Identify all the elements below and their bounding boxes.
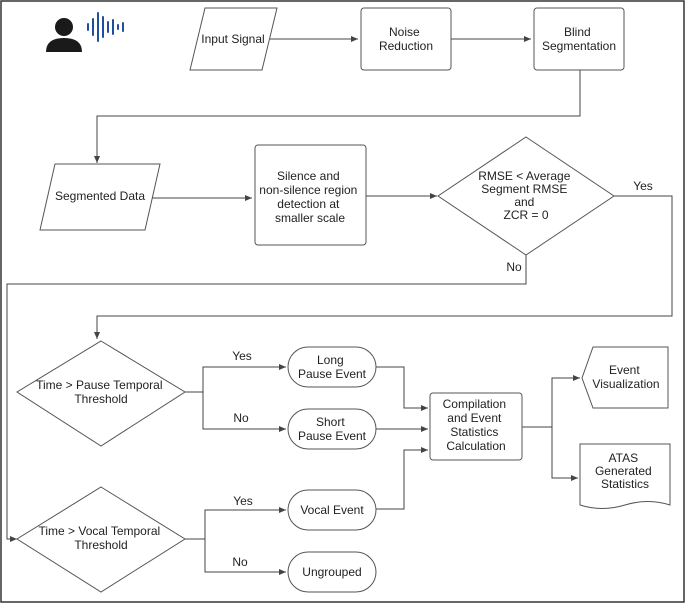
svg-text:Time > Pause Temporal Th: Time > Pause Temporal Threshold — [36, 378, 166, 406]
node-blind-segmentation-line-2: Segmentation — [542, 39, 616, 53]
edge-label-pause-yes: Yes — [232, 349, 252, 363]
node-atas-statistics: ATAS Generated Statistics — [579, 443, 671, 509]
node-compilation-line-3: Statistics — [450, 425, 498, 439]
node-pause-decision: Time > Pause Temporal Threshold — [16, 340, 186, 447]
node-silence-detection-line-1: Silence and — [277, 169, 340, 183]
node-short-pause: Short Pause Event — [287, 408, 377, 450]
edge-label-vocal-no: No — [232, 555, 248, 569]
node-event-visualization-line-1: Event — [609, 363, 640, 377]
node-event-visualization: Event Visualization — [581, 346, 669, 409]
edge-long-to-compilation — [376, 366, 428, 411]
node-input-signal: Input Signal — [189, 7, 278, 71]
node-compilation: Compilation and Event Statistics Calcula… — [429, 392, 523, 461]
node-silence-detection-line-3: detection at — [277, 197, 340, 211]
node-silence-detection: Silence and non-silence region detection… — [254, 144, 367, 246]
node-atas-statistics-line-2: Generated — [595, 464, 652, 478]
node-short-pause-line-1: Short — [316, 415, 345, 429]
node-rmse-decision: RMSE < Average Segment RMSE and ZCR = 0 — [437, 136, 615, 256]
node-atas-statistics-line-1: ATAS — [609, 451, 639, 465]
node-segmented-data-line-1: Segmented Data — [55, 189, 145, 203]
edge-label-rmse-yes: Yes — [633, 179, 653, 193]
svg-text:Silence and non-silence: Silence and non-silence region detection… — [259, 169, 360, 225]
node-input-signal-line-1: Input Signal — [201, 32, 264, 46]
node-compilation-line-1: Compilation — [443, 397, 506, 411]
node-noise-reduction-line-2: Reduction — [379, 39, 433, 53]
edge-vocal-no — [185, 538, 286, 575]
svg-text:Event Visualization: Event Visualization — [592, 363, 659, 391]
node-segmented-data: Segmented Data — [39, 163, 161, 231]
node-noise-reduction-line-1: Noise — [389, 25, 420, 39]
node-noise-reduction: Noise Reduction — [360, 7, 452, 71]
node-ungrouped-line-1: Ungrouped — [302, 565, 361, 579]
edge-rmse-no — [6, 254, 527, 542]
node-vocal-event: Vocal Event — [287, 489, 377, 531]
user-icon — [46, 18, 82, 52]
svg-text:ATAS Generated Sta: ATAS Generated Statistics — [595, 451, 655, 491]
svg-text:Short Pause Event: Short Pause Event — [298, 415, 367, 443]
svg-text:Segmented Data: Segmented Data — [55, 189, 145, 203]
audio-waveform-icon — [87, 12, 124, 42]
edges — [6, 36, 673, 575]
node-long-pause: Long Pause Event — [287, 346, 377, 388]
node-blind-segmentation: Blind Segmentation — [533, 7, 625, 71]
edge-pause-no — [185, 391, 286, 432]
node-long-pause-line-1: Long — [317, 353, 344, 367]
svg-text:Time > Vocal Temporal Th: Time > Vocal Temporal Threshold — [38, 524, 163, 552]
node-blind-segmentation-line-1: Blind — [564, 25, 591, 39]
edge-rmse-yes — [94, 195, 673, 339]
node-ungrouped: Ungrouped — [287, 551, 377, 593]
node-compilation-line-2: and Event — [447, 411, 502, 425]
edge-vocal-to-compilation — [376, 447, 428, 510]
edge-blind-to-segmented — [94, 70, 581, 163]
svg-text:Input Signal: Input Signal — [201, 32, 264, 46]
node-vocal-decision: Time > Vocal Temporal Threshold — [16, 486, 186, 593]
node-vocal-decision-line-2: Threshold — [74, 538, 127, 552]
edge-label-pause-no: No — [233, 411, 249, 425]
node-vocal-event-line-1: Vocal Event — [300, 503, 364, 517]
edge-label-rmse-no: No — [506, 260, 522, 274]
svg-text:Blind Segmentation: Blind Segmentation — [542, 25, 616, 53]
svg-text:Compilation and Event: Compilation and Event Statistics Calcula… — [443, 397, 510, 453]
svg-text:Noise Reduction: Noise Reduction — [379, 25, 433, 53]
svg-text:Ungrouped: Ungrouped — [302, 565, 361, 579]
node-vocal-decision-line-1: Time > Vocal Temporal — [38, 524, 160, 538]
node-rmse-decision-line-3: and — [514, 195, 534, 209]
edge-label-vocal-yes: Yes — [233, 494, 253, 508]
edge-compilation-to-atas — [522, 426, 578, 481]
node-pause-decision-line-2: Threshold — [74, 392, 127, 406]
node-silence-detection-line-2: non-silence region — [259, 183, 357, 197]
node-long-pause-line-2: Pause Event — [298, 367, 367, 381]
edge-pause-yes — [185, 364, 286, 393]
node-atas-statistics-line-3: Statistics — [601, 477, 649, 491]
svg-text:RMSE < Average Segment R: RMSE < Average Segment RMSE and ZCR = 0 — [478, 169, 574, 222]
svg-text:Vocal Event: Vocal Event — [300, 503, 364, 517]
node-short-pause-line-2: Pause Event — [298, 429, 367, 443]
node-pause-decision-line-1: Time > Pause Temporal — [36, 378, 162, 392]
edge-compilation-to-visualization — [522, 375, 580, 428]
node-silence-detection-line-4: smaller scale — [275, 211, 345, 225]
svg-text:Long Pause Event: Long Pause Event — [298, 353, 367, 381]
node-rmse-decision-line-4: ZCR = 0 — [503, 208, 548, 222]
node-event-visualization-line-2: Visualization — [592, 377, 659, 391]
node-rmse-decision-line-1: RMSE < Average — [478, 169, 570, 183]
node-compilation-line-4: Calculation — [446, 439, 505, 453]
node-rmse-decision-line-2: Segment RMSE — [481, 182, 567, 196]
edge-vocal-yes — [185, 507, 286, 540]
